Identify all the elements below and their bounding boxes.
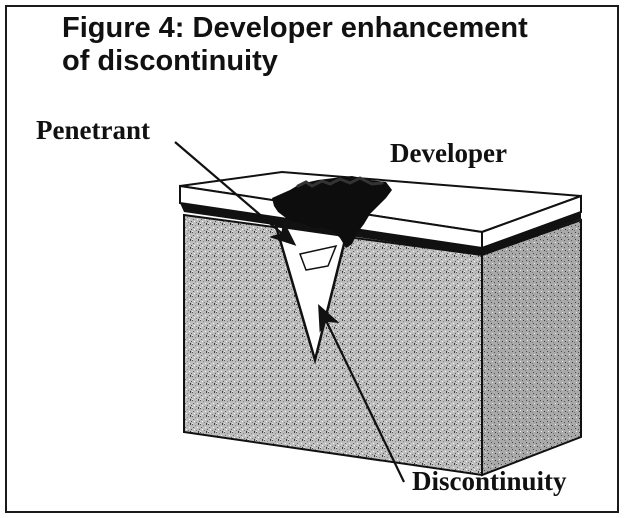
block-side-face — [481, 218, 582, 477]
penetrant-arrow — [174, 141, 297, 246]
discontinuity-arrow — [318, 304, 405, 483]
penetrant-label: Penetrant — [36, 115, 150, 145]
discontinuity-label: Discontinuity — [412, 466, 567, 496]
developer-label: Developer — [390, 138, 507, 168]
penetrant-in-crack — [298, 244, 338, 271]
figure-title: Figure 4: Developer enhancement of disco… — [62, 12, 528, 78]
developer-stain-fringe — [296, 176, 384, 188]
figure-title-line-1: Figure 4: Developer enhancement — [62, 12, 528, 44]
developer-interface-line-side — [482, 212, 581, 255]
developer-stain — [272, 176, 392, 248]
figure-title-line-2: of discontinuity — [62, 45, 278, 77]
